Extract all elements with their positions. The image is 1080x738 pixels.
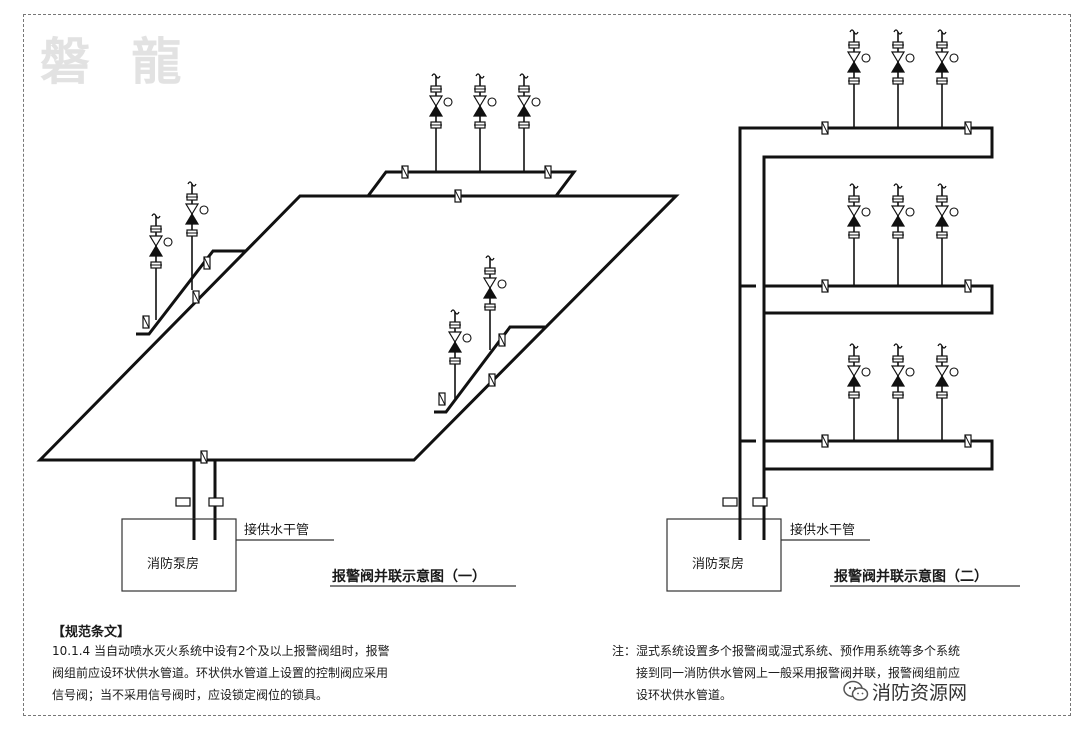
diagram-one-valves (142, 165, 552, 507)
spec-line: 信号阀；当不采用信号阀时，应设锁定阀位的锁具。 (52, 688, 329, 702)
note-line: 设环状供水管道。 (636, 688, 733, 702)
note-line: 接到同一消防供水管网上一般采用报警阀并联，报警阀组前应 (636, 666, 961, 680)
supply-pipe-label-1: 接供水干管 (244, 523, 310, 538)
spec-heading: 【规范条文】 (52, 625, 131, 640)
diagram-two (738, 126, 994, 508)
brand-name: 消防资源网 (872, 682, 968, 704)
pump-room-label-2: 消防泵房 (692, 557, 745, 572)
spec-line: 阀组前应设环状供水管道。环状供水管道上设置的控制阀应采用 (52, 666, 389, 680)
pump-room-box-1 (121, 518, 237, 592)
spec-line: 10.1.4 当自动喷水灭火系统中设有2个及以上报警阀组时，报警 (52, 644, 390, 658)
pump-room-box-2 (666, 518, 782, 592)
diagram-one-risers (149, 73, 541, 400)
diagram-two-valves (722, 121, 972, 507)
dashed-frame (23, 14, 1071, 716)
pump-room-label-1: 消防泵房 (147, 557, 200, 572)
diagram-one (36, 170, 680, 540)
wechat-icon (843, 680, 869, 701)
diagram-caption-2: 报警阀并联示意图（二） (834, 569, 988, 585)
diagram-caption-1: 报警阀并联示意图（一） (332, 569, 486, 585)
watermark-logo: 磐 龍 (40, 32, 194, 91)
supply-pipe-label-2: 接供水干管 (790, 523, 856, 538)
note-line: 注：湿式系统设置多个报警阀或湿式系统、预作用系统等多个系统 (612, 644, 961, 658)
diagram-two-risers (847, 29, 959, 441)
